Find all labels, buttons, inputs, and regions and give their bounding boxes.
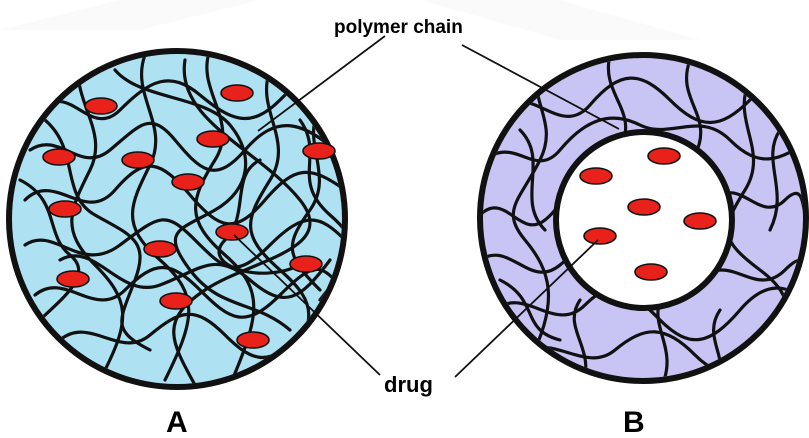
drug-icon [221,85,253,101]
drug-icon [57,271,89,287]
drug-icon [49,201,81,217]
drug-icon [216,224,248,240]
capsule-sphere-b [480,55,809,395]
drug-label: drug [384,372,433,397]
panel-a-label: A [166,406,188,438]
drug-icon [237,332,269,348]
polymer-chain-label: polymer chain [334,17,463,38]
drug-icon [122,152,154,168]
drug-icon [303,143,335,159]
drug-icon [43,149,75,165]
drug-icon [85,98,117,114]
drug-icon [635,264,667,280]
panel-b-label: B [623,406,645,438]
drug-icon [684,213,716,229]
drug-icon [290,256,322,272]
drug-icon [144,241,176,257]
drug-icon [172,174,204,190]
matrix-sphere-a [9,50,352,387]
drug-icon [648,148,680,164]
drug-icon [197,131,229,147]
sphere-a-outline [9,51,345,387]
drug-icon [584,228,616,244]
drug-icon [160,293,192,309]
drug-icon [628,199,660,215]
drug-icon [580,168,612,184]
